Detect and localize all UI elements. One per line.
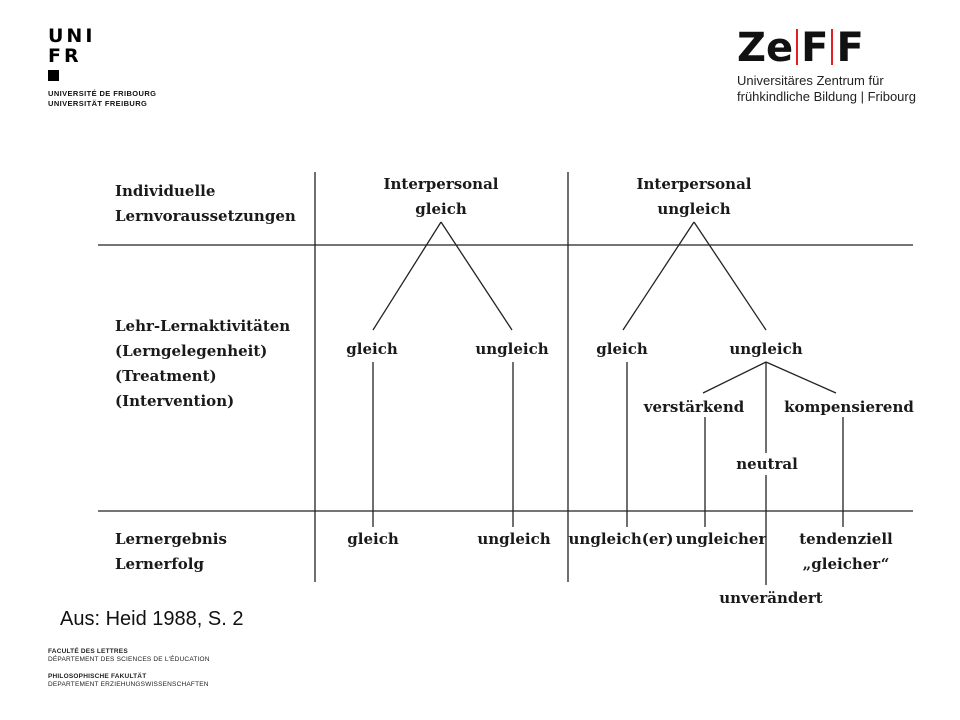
edge-ungleich2-to-kompensierend [765, 361, 837, 394]
unifr-name-de: UNIVERSITÄT FREIBURG [48, 99, 148, 108]
node-out-unveraendert: unverändert [719, 589, 823, 607]
row-label-lernvoraussetzungen: Lernvoraussetzungen [115, 207, 296, 225]
node-interpersonal-gleich-line-2: gleich [415, 200, 467, 218]
row-label-lehr-lernaktivitaeten: Lehr-Lernaktivitäten [115, 317, 290, 335]
footer: FACULTÉ DES LETTRES DÉPARTEMENT DES SCIE… [48, 648, 210, 698]
edge-top-right-to-ungleich [693, 221, 767, 331]
unifr-logo: UNI FR UNIVERSITÉ DE FRIBOURG UNIVERSITÄ… [48, 26, 156, 109]
row-label-lernerfolg: Lernerfolg [115, 555, 205, 573]
source-caption: Aus: Heid 1988, S. 2 [60, 608, 244, 630]
zeff-mark-f2: F [836, 25, 864, 71]
unifr-university-names: UNIVERSITÉ DE FRIBOURG UNIVERSITÄT FREIB… [48, 89, 156, 109]
row-label-individuelle: Individuelle [115, 182, 215, 200]
unifr-name-fr: UNIVERSITÉ DE FRIBOURG [48, 89, 157, 98]
node-out-ungleicher: ungleicher [676, 530, 768, 548]
zeff-separator-icon [831, 29, 834, 65]
node-out-ungleich: ungleich [477, 530, 550, 548]
node-interpersonal-gleich-line-1: Interpersonal [383, 175, 498, 193]
footer-department-fr: DÉPARTEMENT DES SCIENCES DE L'ÉDUCATION [48, 656, 210, 663]
zeff-subtitle: Universitäres Zentrum für frühkindliche … [737, 73, 916, 105]
row-label-intervention: (Intervention) [115, 392, 234, 410]
row-label-treatment: (Treatment) [115, 367, 217, 385]
node-out-tendenziell-line-1: tendenziell [799, 530, 893, 548]
node-mid-gleich-right: gleich [596, 340, 648, 358]
node-interpersonal-ungleich-line-2: ungleich [657, 200, 730, 218]
unifr-square-icon [48, 70, 59, 81]
node-neutral: neutral [736, 455, 798, 473]
footer-faculty-de: PHILOSOPHISCHE FAKULTÄT [48, 673, 147, 680]
node-mid-ungleich-right: ungleich [729, 340, 802, 358]
zeff-mark-ze: Ze [737, 25, 794, 71]
row-label-lerngelegenheit: (Lerngelegenheit) [115, 342, 267, 360]
node-out-tendenziell-line-2: „gleicher“ [803, 555, 890, 573]
footer-faculty-fr: FACULTÉ DES LETTRES [48, 648, 128, 655]
zeff-subtitle-line-1: Universitäres Zentrum für [737, 73, 884, 88]
edge-ungleich2-to-verstaerkend [702, 361, 767, 394]
zeff-mark-f1: F [801, 25, 829, 71]
node-out-gleich: gleich [347, 530, 399, 548]
footer-block-fr: FACULTÉ DES LETTRES DÉPARTEMENT DES SCIE… [48, 648, 210, 664]
node-interpersonal-ungleich-line-1: Interpersonal [636, 175, 751, 193]
edge-top-right-to-gleich [622, 221, 695, 331]
unifr-mark-line-2: FR [48, 45, 82, 67]
unifr-mark-line-1: UNI [48, 25, 96, 47]
edge-top-left-to-gleich [372, 221, 442, 331]
node-mid-ungleich-left: ungleich [475, 340, 548, 358]
footer-department-de: DEPARTEMENT ERZIEHUNGSWISSENSCHAFTEN [48, 681, 209, 688]
zeff-subtitle-line-2: frühkindliche Bildung | Fribourg [737, 89, 916, 104]
footer-block-de: PHILOSOPHISCHE FAKULTÄT DEPARTEMENT ERZI… [48, 673, 210, 689]
edge-top-left-to-ungleich [440, 221, 513, 331]
row-label-lernergebnis: Lernergebnis [115, 530, 227, 548]
node-out-ungleich-er: ungleich(er) [569, 530, 674, 548]
node-mid-gleich-left: gleich [346, 340, 398, 358]
node-verstaerkend: verstärkend [643, 398, 745, 416]
node-kompensierend: kompensierend [784, 398, 914, 416]
zeff-separator-icon [796, 29, 799, 65]
